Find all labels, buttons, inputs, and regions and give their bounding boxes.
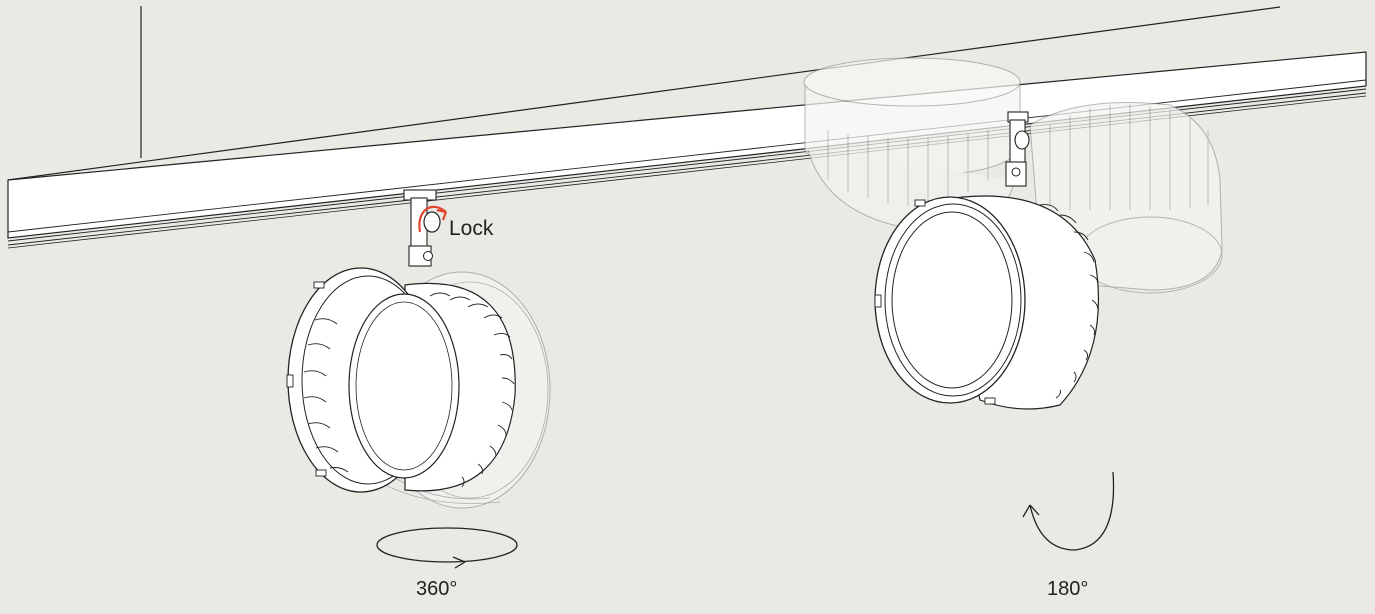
left-lens [348, 293, 460, 479]
right-head-fins [1039, 204, 1099, 399]
lock-label: Lock [449, 217, 494, 240]
right-lens [891, 211, 1013, 389]
lock-arrow-icon [418, 205, 447, 233]
rotation-180-label: 180° [1047, 578, 1089, 600]
right-lock-knob [1014, 130, 1030, 150]
rotation-360-label: 360° [416, 578, 458, 600]
left-spotlight [286, 189, 551, 509]
left-lock-knob [423, 211, 441, 233]
horizontal-rotation-arrow [376, 527, 518, 569]
ceiling-edge [7, 6, 1281, 181]
vertical-rotation-arrow [1022, 471, 1115, 551]
right-spotlight [803, 57, 1223, 410]
left-inner-fins [303, 318, 349, 473]
